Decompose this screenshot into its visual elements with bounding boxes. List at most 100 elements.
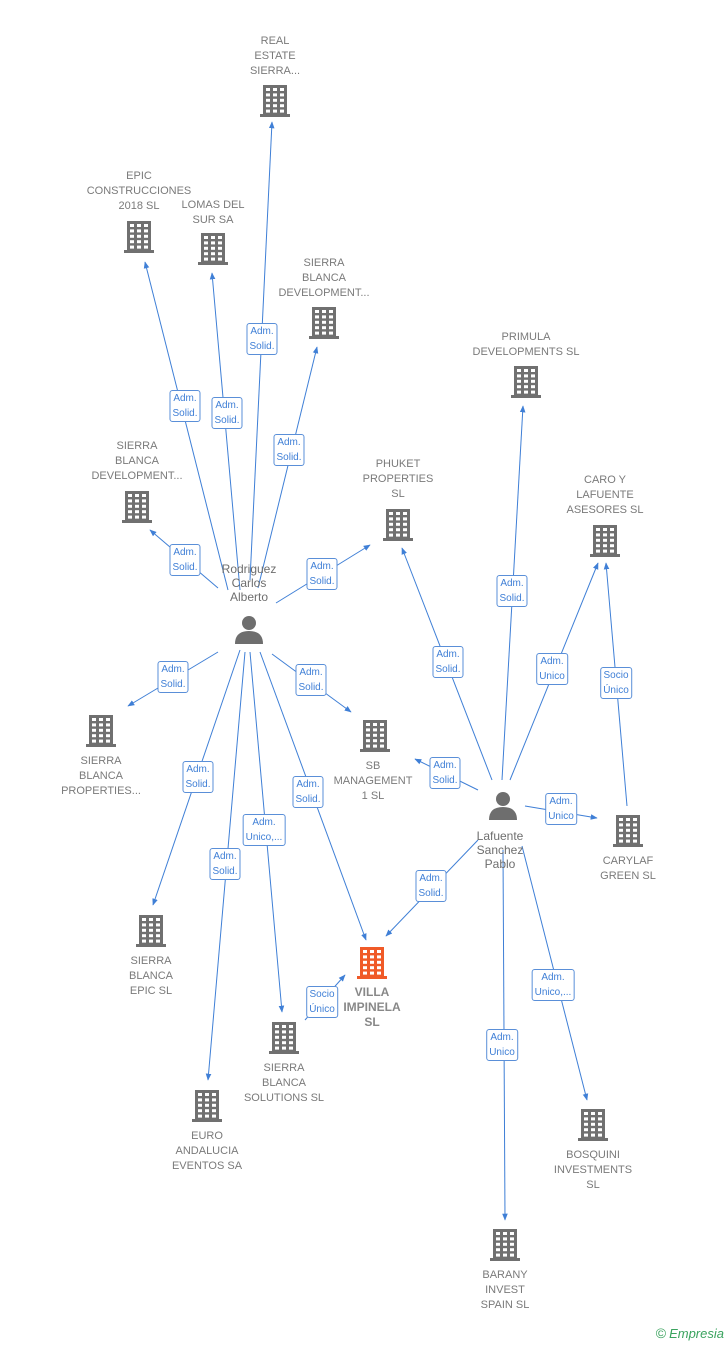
edge-label-lafuente-sanchez-to-barany-invest[interactable]: Adm.Unico (486, 1029, 518, 1061)
edge-label-line: Adm. (186, 764, 210, 775)
node-label-line: DEVELOPMENT... (278, 287, 370, 299)
copyright-symbol: © (655, 1325, 667, 1341)
node-label-lomas-del-sur[interactable]: LOMAS DEL SUR SA (182, 198, 245, 228)
edge-label-rodriguez-carlos-to-euro-andalucia[interactable]: Adm.Solid. (209, 848, 241, 880)
building-icon[interactable] (590, 525, 620, 557)
edge-label-lafuente-sanchez-to-primula-developments[interactable]: Adm.Solid. (496, 575, 528, 607)
node-label-line: CARO Y (584, 474, 626, 486)
building-icon[interactable] (260, 85, 290, 117)
edge-label-rodriguez-carlos-to-sb-management[interactable]: Adm. Solid. (295, 664, 327, 696)
node-label-line: MANAGEMENT (333, 775, 413, 787)
edge-label-line: Adm. (436, 649, 460, 660)
building-icon[interactable] (613, 815, 643, 847)
edge-label-line: Adm. (173, 547, 197, 558)
node-label-line: Pablo (484, 857, 516, 871)
node-label-line: SIERRA (116, 440, 158, 452)
edge-label-line: Unico (489, 1047, 515, 1058)
brand-name: Empresia (669, 1326, 724, 1341)
building-icon[interactable] (192, 1090, 222, 1122)
edge-label-line: Solid. (276, 452, 302, 463)
node-label-line: LOMAS DEL (181, 199, 245, 211)
edge-label-lafuente-sanchez-to-phuket-properties[interactable]: Adm.Solid. (432, 646, 464, 678)
building-icon[interactable] (490, 1229, 520, 1261)
node-label-line: SUR SA (192, 214, 234, 226)
edge-label-line: Solid. (298, 682, 324, 693)
node-label-line: SL (391, 488, 405, 500)
edge-label-line: Solid. (295, 794, 321, 805)
edge-label-line: Adm. (250, 326, 274, 337)
edge-label-lafuente-sanchez-to-sb-management[interactable]: Adm.Solid. (429, 757, 461, 789)
edge-label-rodriguez-carlos-to-sierra-blanca-properties[interactable]: Adm.Solid. (157, 661, 189, 693)
edge-label-lafuente-sanchez-to-carylaf-green[interactable]: Adm.Unico (545, 793, 577, 825)
building-icon[interactable] (309, 307, 339, 339)
building-icon[interactable] (360, 720, 390, 752)
edge-label-rodriguez-carlos-to-phuket-properties[interactable]: Adm.Solid. (306, 558, 338, 590)
building-icon[interactable] (198, 233, 228, 265)
edge-label-line: Adm. (540, 656, 564, 667)
edge-label-lafuente-sanchez-to-villa-impinela[interactable]: Adm.Solid. (415, 870, 447, 902)
edge-label-rodriguez-carlos-to-epic-construcciones[interactable]: Adm.Solid. (169, 390, 201, 422)
edge-label-rodriguez-carlos-to-lomas-del-sur[interactable]: Adm.Solid. (211, 397, 243, 429)
edge-label-rodriguez-carlos-to-sierra-blanca-epic[interactable]: Adm.Solid. (182, 761, 214, 793)
empresia-logo[interactable]: ©Empresia (656, 1325, 724, 1341)
node-label-line: SIERRA (80, 755, 122, 767)
edge-label-rodriguez-carlos-to-sierra-blanca-solutions[interactable]: Adm.Unico,... (242, 814, 286, 846)
node-label-line: ANDALUCIA (175, 1145, 239, 1157)
person-icon[interactable] (489, 792, 517, 820)
building-icon[interactable] (383, 509, 413, 541)
node-label-line: SIERRA (303, 257, 345, 269)
node-label-line: SIERRA (130, 955, 172, 967)
node-label-line: Alberto (229, 590, 269, 604)
edge-label-line: Adm. (549, 796, 573, 807)
building-icon[interactable] (86, 715, 116, 747)
edge-label-rodriguez-carlos-to-sierra-blanca-development-2[interactable]: Adm.Solid. (169, 544, 201, 576)
building-icon[interactable] (122, 491, 152, 523)
edge-label-line: Único (603, 685, 629, 696)
edge-label-line: Adm. (296, 779, 320, 790)
node-label-line: SIERRA (263, 1062, 305, 1074)
node-label-line: BLANCA (114, 455, 160, 467)
building-icon[interactable] (578, 1109, 608, 1141)
node-label-line: ASESORES SL (566, 504, 644, 516)
building-icon[interactable] (124, 221, 154, 253)
node-label-line: BLANCA (301, 272, 347, 284)
node-label-line: SL (586, 1179, 600, 1191)
person-icon[interactable] (235, 616, 263, 644)
edge-label-line: Solid. (172, 408, 198, 419)
building-icon[interactable] (136, 915, 166, 947)
edge-label-rodriguez-carlos-to-sierra-blanca-development-1[interactable]: Adm.Solid. (273, 434, 305, 466)
edge-label-lafuente-sanchez-to-caro-y-lafuente[interactable]: Adm.Unico (536, 653, 568, 685)
edge-label-rodriguez-carlos-to-real-estate-sierra[interactable]: Adm.Solid. (246, 323, 278, 355)
building-icon[interactable] (511, 366, 541, 398)
building-icon[interactable] (357, 947, 387, 979)
building-icon[interactable] (269, 1022, 299, 1054)
edge-label-rodriguez-carlos-to-villa-impinela[interactable]: Adm. Solid. (292, 776, 324, 808)
edge-label-line: Adm. (541, 972, 565, 983)
edge-label-line: Adm. (299, 667, 323, 678)
node-label-line: BLANCA (128, 970, 174, 982)
edge-rodriguez-carlos-to-epic-construcciones (143, 261, 229, 591)
edge-label-lafuente-sanchez-to-bosquini-investments[interactable]: Adm.Unico,... (531, 969, 575, 1001)
node-label-sierra-blanca-development-1[interactable]: SIERRA BLANCA DEVELOPMENT... (278, 256, 369, 301)
node-label-line: EPIC (126, 170, 152, 182)
node-label-line: DEVELOPMENTS SL (472, 346, 580, 358)
